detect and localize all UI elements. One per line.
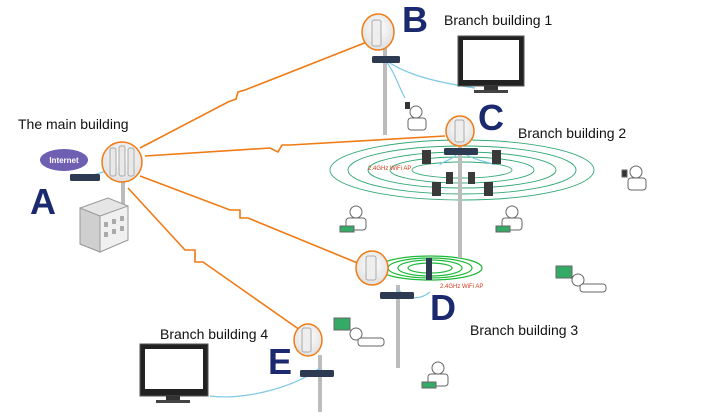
building-icon bbox=[79, 197, 129, 253]
wifi-ap-label-d: 2.4GHz WiFi AP bbox=[440, 284, 484, 290]
letter-a: A bbox=[30, 181, 56, 222]
branch-building-4-label: Branch building 4 bbox=[160, 326, 269, 342]
wifi-ap-label-c: 2.4GHz WiFi AP bbox=[368, 166, 412, 172]
access-point-d bbox=[426, 258, 432, 280]
link-a-d bbox=[139, 175, 361, 265]
person-phone-icon bbox=[405, 102, 427, 131]
router-icon bbox=[372, 56, 400, 63]
person-laptop-icon bbox=[339, 205, 367, 233]
letter-c: C bbox=[478, 97, 504, 138]
router-icon bbox=[300, 370, 334, 377]
link-a-b bbox=[139, 39, 373, 149]
antenna-icon bbox=[445, 115, 475, 147]
person-laptop-icon bbox=[333, 317, 385, 347]
antenna-icon bbox=[101, 141, 143, 183]
antenna-icon bbox=[361, 13, 395, 51]
router-icon bbox=[380, 292, 414, 299]
router-icon bbox=[444, 148, 478, 155]
person-laptop-icon bbox=[421, 361, 449, 389]
link-a-c bbox=[144, 135, 446, 157]
monitor-icon bbox=[457, 35, 525, 93]
wireless-links bbox=[127, 39, 446, 331]
monitor-icon bbox=[139, 343, 209, 403]
access-points-c bbox=[422, 150, 501, 196]
letter-d: D bbox=[430, 287, 456, 328]
antenna-icon bbox=[293, 323, 323, 357]
letter-e: E bbox=[268, 341, 293, 382]
main-building-label: The main building bbox=[18, 116, 129, 132]
link-a-e bbox=[127, 187, 301, 331]
person-laptop-icon bbox=[495, 205, 523, 233]
cloud-icon bbox=[40, 149, 88, 171]
branch-building-1-label: Branch building 1 bbox=[444, 12, 553, 28]
branch-building-3-label: Branch building 3 bbox=[470, 322, 579, 338]
router-icon bbox=[70, 174, 100, 181]
branch-building-2-label: Branch building 2 bbox=[518, 125, 627, 141]
person-laptop-icon bbox=[555, 265, 607, 293]
person-phone-icon bbox=[621, 165, 647, 191]
letter-b: B bbox=[402, 0, 428, 40]
internet-label: Internet bbox=[49, 156, 79, 165]
antenna-icon bbox=[355, 250, 389, 286]
